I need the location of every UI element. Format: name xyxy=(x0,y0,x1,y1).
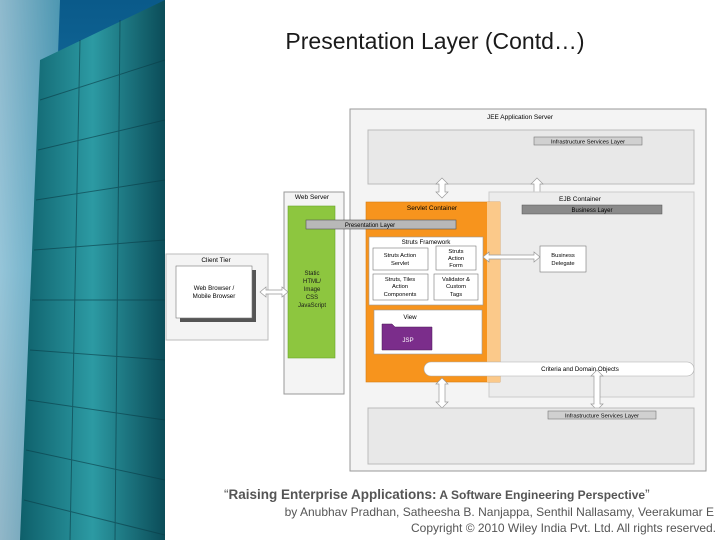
criteria-objects-bar xyxy=(423,361,695,377)
criteria-objects-label: Criteria and Domain Objects xyxy=(541,366,619,373)
business-layer-label: Business Layer xyxy=(571,208,612,214)
servlet-container-label: Servlet Container xyxy=(407,205,458,212)
svg-text:JavaScript: JavaScript xyxy=(298,303,326,309)
svg-text:CSS: CSS xyxy=(306,295,318,301)
svg-text:Form: Form xyxy=(449,263,463,269)
svg-text:Components: Components xyxy=(384,292,417,298)
client-web-arrow xyxy=(259,286,289,298)
book-subtitle: A Software Engineering Perspective xyxy=(436,488,646,502)
svg-text:Action: Action xyxy=(448,256,464,262)
view-label: View xyxy=(403,314,417,321)
client-tier-label: Client Tier xyxy=(201,257,231,264)
svg-text:Mobile Browser: Mobile Browser xyxy=(193,293,236,300)
static-content-text: Static HTML/ Image CSS JavaScript xyxy=(298,271,326,309)
jsp-folder xyxy=(381,323,433,351)
footer-book-title: “Raising Enterprise Applications: A Soft… xyxy=(224,487,714,502)
validator-tags-box xyxy=(433,273,479,301)
ejb-container-label: EJB Container xyxy=(559,196,602,203)
struts-framework-label: Struts Framework xyxy=(402,239,452,246)
svg-text:Struts, Tiles: Struts, Tiles xyxy=(385,277,415,283)
svg-text:Image: Image xyxy=(304,287,321,293)
business-delegate-box xyxy=(539,245,587,273)
svg-text:Servlet: Servlet xyxy=(391,261,409,267)
action-form-box xyxy=(435,245,477,271)
footer-copyright: Copyright © 2010 Wiley India Pvt. Ltd. A… xyxy=(411,521,716,535)
svg-text:Business: Business xyxy=(551,253,575,259)
quote-open: “ xyxy=(224,487,229,502)
jsp-label: JSP xyxy=(402,337,413,344)
book-title: Raising Enterprise Applications: xyxy=(228,487,437,502)
svg-text:Delegate: Delegate xyxy=(551,261,574,267)
infra-top-panel xyxy=(367,129,695,185)
svg-text:Static: Static xyxy=(304,271,319,277)
infra-bottom-label: Infrastructure Services Layer xyxy=(565,414,639,420)
architecture-diagram: JEE Application Server Infrastructure Se… xyxy=(165,108,707,472)
footer-authors: by Anubhav Pradhan, Satheesha B. Nanjapp… xyxy=(284,505,714,519)
svg-text:Struts Action: Struts Action xyxy=(384,253,417,259)
svg-text:Struts: Struts xyxy=(448,249,463,255)
svg-text:Web Browser /: Web Browser / xyxy=(194,285,235,292)
business-layer-bar xyxy=(521,204,663,215)
presentation-layer-bar xyxy=(305,219,457,230)
static-content-column xyxy=(287,205,336,359)
web-browser-box xyxy=(175,265,253,319)
svg-text:Validator &: Validator & xyxy=(442,277,470,283)
quote-close: ” xyxy=(645,487,650,502)
building-photo xyxy=(0,0,165,540)
slide-title: Presentation Layer (Contd…) xyxy=(285,28,585,54)
svg-text:Tags: Tags xyxy=(450,292,462,298)
svg-text:Action: Action xyxy=(392,284,408,290)
infra-top-label: Infrastructure Services Layer xyxy=(551,140,625,146)
servlet-container-edge xyxy=(487,202,500,382)
svg-text:HTML/: HTML/ xyxy=(303,279,321,285)
presentation-layer-label: Presentation Layer xyxy=(345,223,395,229)
infra-bottom-arrows xyxy=(435,369,604,411)
tiles-components-box xyxy=(372,273,429,301)
infra-bottom-bar xyxy=(547,410,657,420)
web-server-label: Web Server xyxy=(295,194,330,201)
infra-top-bar xyxy=(533,136,643,146)
jee-server-label: JEE Application Server xyxy=(487,114,554,121)
svg-text:Custom: Custom xyxy=(446,284,466,290)
action-servlet-box xyxy=(372,247,429,271)
